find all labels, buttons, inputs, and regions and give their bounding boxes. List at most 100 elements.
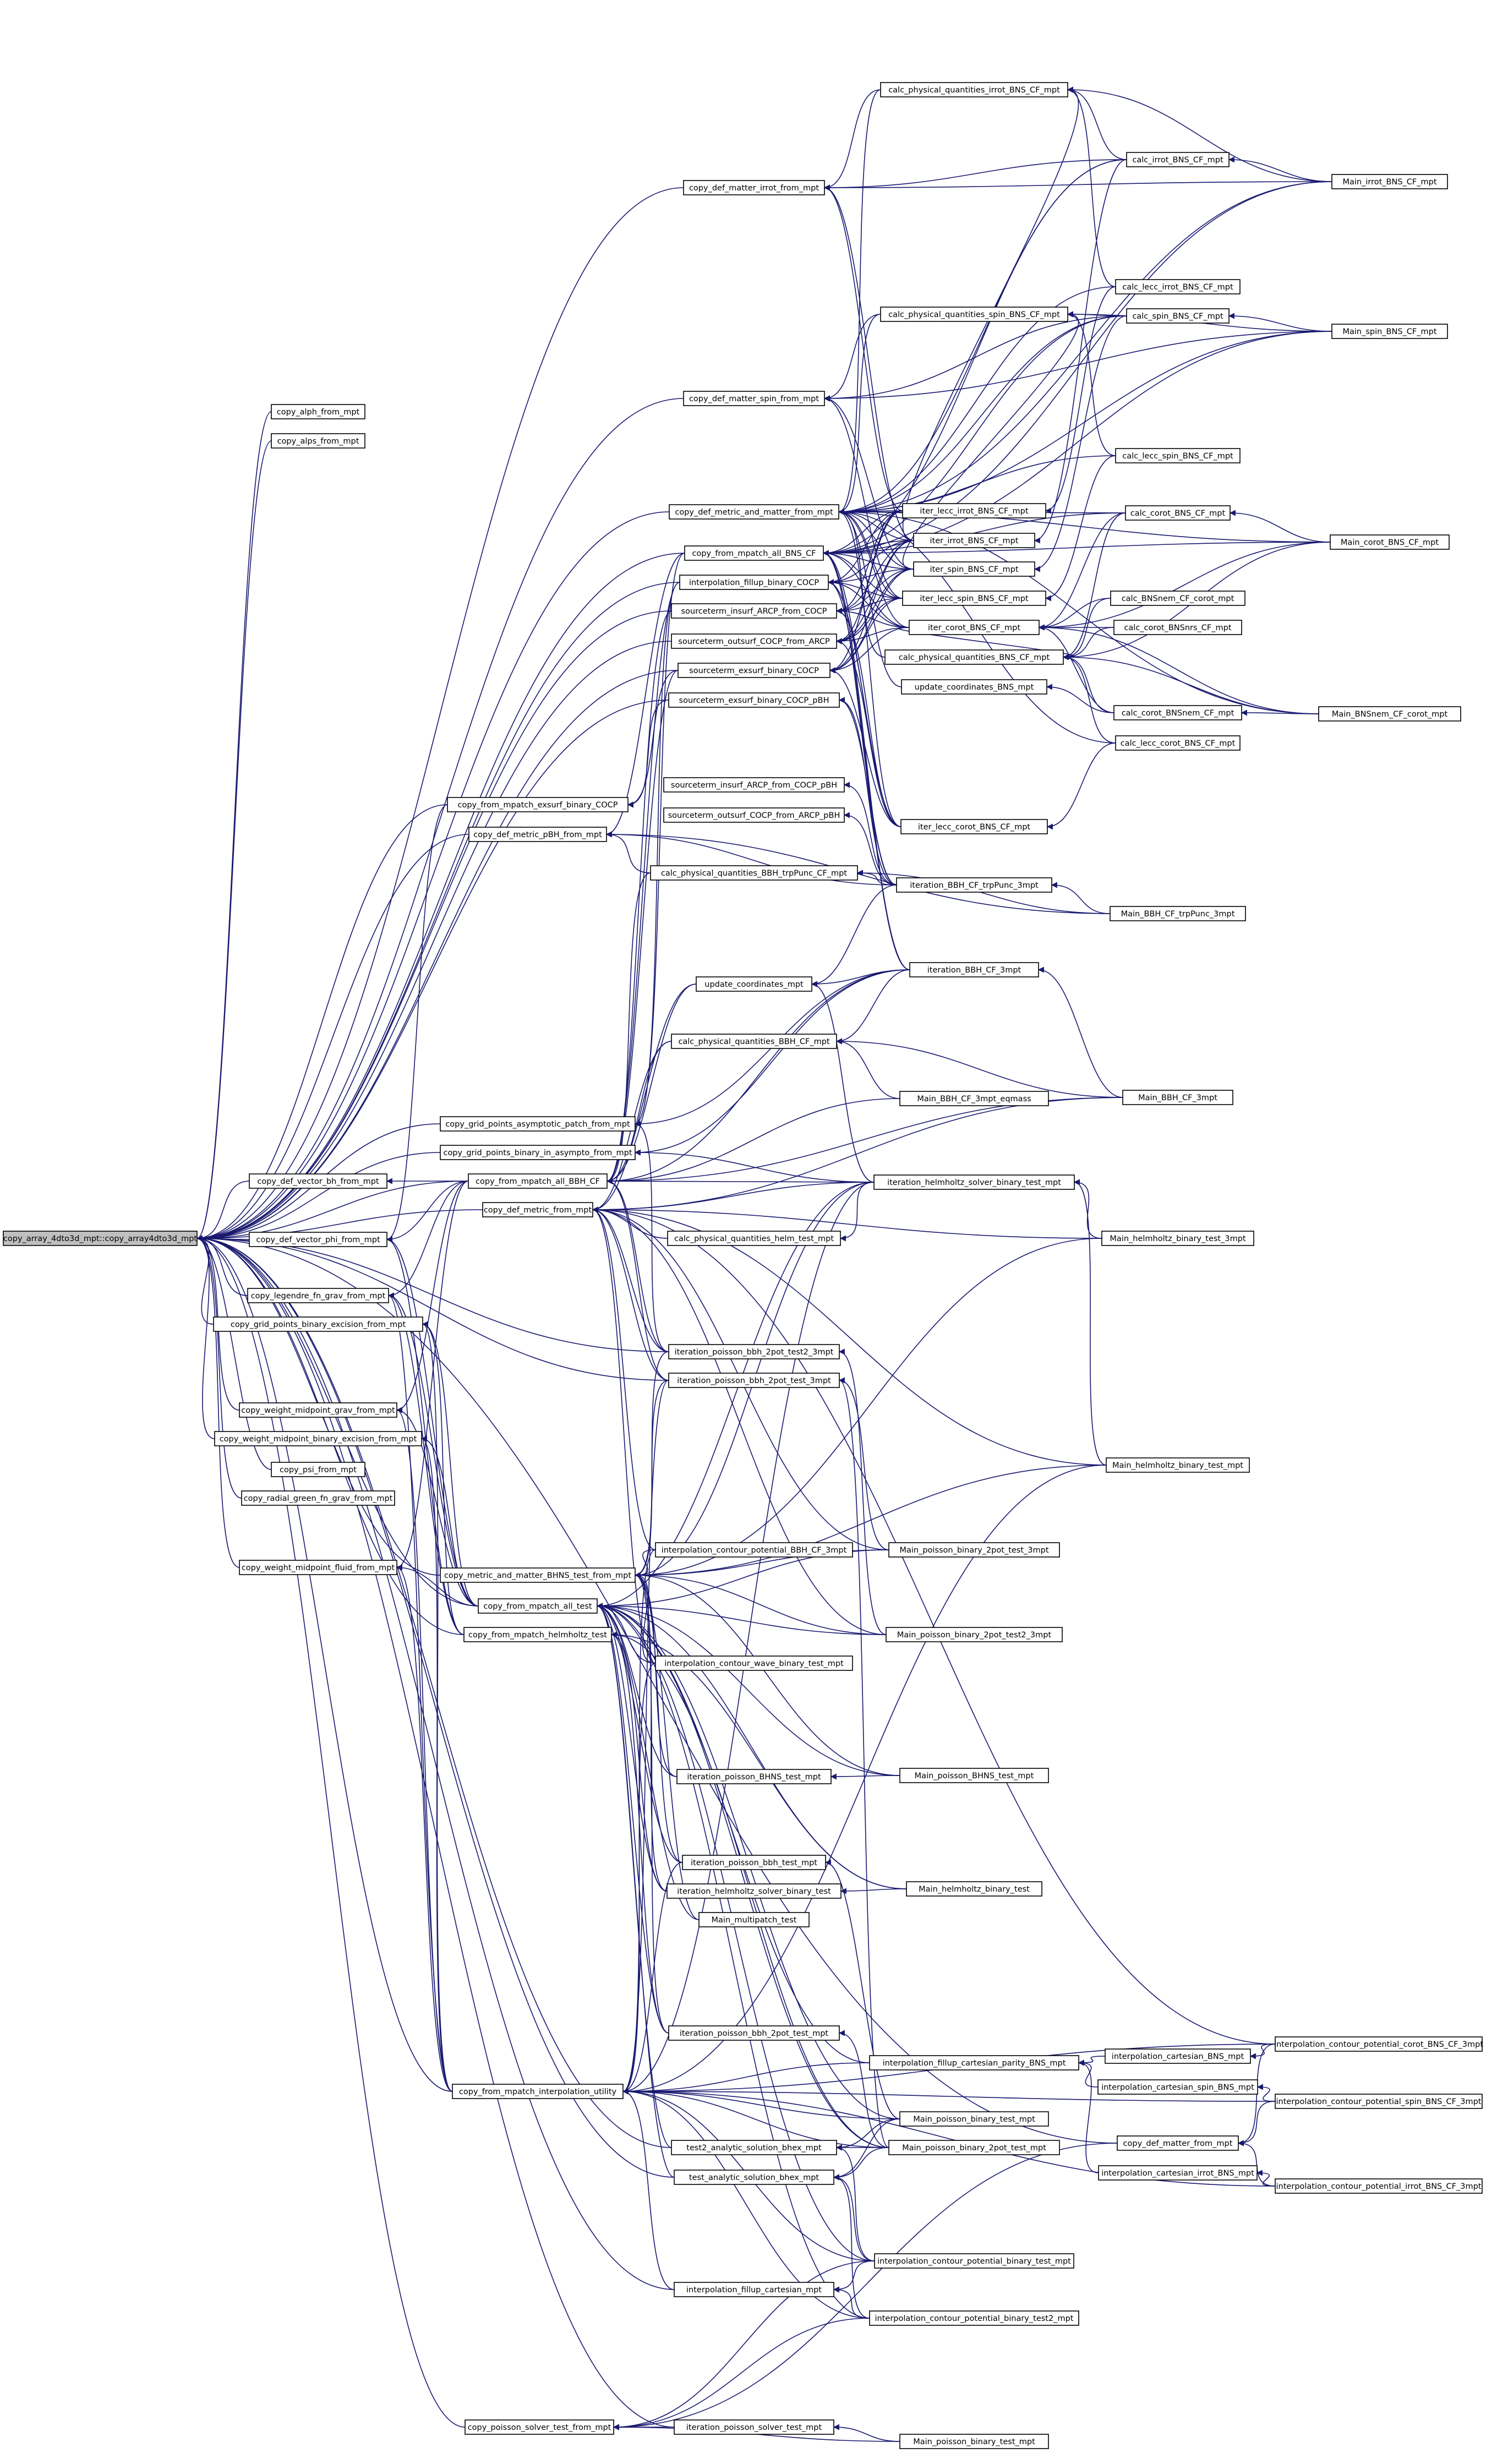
function-node[interactable]: iteration_poisson_bbh_2pot_test2_3mpt (668, 1344, 840, 1359)
function-node[interactable]: calc_lecc_corot_BNS_CF_mpt (1115, 735, 1241, 751)
function-node[interactable]: iter_lecc_spin_BNS_CF_mpt (902, 591, 1046, 606)
function-node[interactable]: iter_spin_BNS_CF_mpt (913, 561, 1035, 577)
function-node[interactable]: calc_corot_BNSnrs_CF_mpt (1113, 620, 1242, 635)
function-node[interactable]: iteration_BBH_CF_trpPunc_3mpt (896, 877, 1052, 893)
function-node[interactable]: iter_lecc_corot_BNS_CF_mpt (900, 819, 1048, 834)
function-node[interactable]: interpolation_contour_potential_binary_t… (869, 2310, 1079, 2326)
function-node[interactable]: copy_from_mpatch_all_BBH_CF (468, 1173, 608, 1189)
function-node[interactable]: interpolation_cartesian_spin_BNS_mpt (1097, 2079, 1258, 2095)
function-node[interactable]: copy_grid_points_binary_in_asympto_from_… (440, 1145, 636, 1160)
function-node[interactable]: iteration_BBH_CF_3mpt (909, 962, 1039, 977)
function-node[interactable]: copy_from_mpatch_exsurf_binary_COCP (447, 797, 629, 812)
function-node[interactable]: interpolation_contour_potential_spin_BNS… (1275, 2094, 1483, 2109)
function-node[interactable]: copy_def_vector_phi_from_mpt (249, 1232, 387, 1247)
function-node[interactable]: Main_helmholtz_binary_test_3mpt (1101, 1231, 1254, 1246)
function-node[interactable]: iter_corot_BNS_CF_mpt (909, 620, 1040, 635)
function-node[interactable]: copy_grid_points_asymptotic_patch_from_m… (440, 1116, 636, 1132)
function-node[interactable]: calc_physical_quantities_BBH_CF_mpt (671, 1034, 837, 1049)
function-node[interactable]: interpolation_fillup_cartesian_parity_BN… (869, 2055, 1079, 2070)
function-node[interactable]: Main_poisson_binary_2pot_test_3mpt (888, 1542, 1060, 1558)
function-node[interactable]: iteration_helmholtz_solver_binary_test (666, 1883, 842, 1899)
function-node[interactable]: interpolation_contour_potential_irrot_BN… (1275, 2178, 1483, 2194)
function-node[interactable]: Main_BBH_CF_3mpt_eqmass (899, 1091, 1049, 1106)
function-node[interactable]: iteration_poisson_bbh_2pot_test_3mpt (668, 1373, 840, 1388)
function-node[interactable]: copy_alph_from_mpt (271, 404, 365, 419)
function-node[interactable]: calc_lecc_irrot_BNS_CF_mpt (1115, 279, 1241, 294)
function-node[interactable]: calc_spin_BNS_CF_mpt (1126, 308, 1230, 324)
function-node[interactable]: iteration_poisson_solver_test_mpt (674, 2419, 834, 2435)
function-node[interactable]: Main_poisson_binary_test_mpt (899, 2111, 1049, 2127)
function-node[interactable]: sourceterm_exsurf_binary_COCP (678, 663, 831, 678)
function-node[interactable]: update_coordinates_BNS_mpt (901, 679, 1047, 695)
function-node[interactable]: calc_corot_BNSnem_CF_mpt (1113, 705, 1242, 720)
function-node[interactable]: copy_from_mpatch_helmholtz_test (463, 1627, 612, 1642)
function-node[interactable]: copy_from_mpatch_all_test (478, 1598, 598, 1614)
function-node[interactable]: sourceterm_insurf_ARCP_from_COCP_pBH (663, 777, 845, 793)
function-node[interactable]: Main_poisson_binary_2pot_test_mpt (888, 2140, 1060, 2155)
function-node[interactable]: Main_corot_BNS_CF_mpt (1330, 534, 1450, 550)
function-node[interactable]: sourceterm_outsurf_COCP_from_ARCP_pBH (663, 807, 845, 823)
function-node[interactable]: copy_grid_points_binary_excision_from_mp… (213, 1316, 423, 1332)
function-node[interactable]: copy_poisson_solver_test_from_mpt (465, 2419, 614, 2435)
function-node[interactable]: interpolation_contour_potential_corot_BN… (1274, 2036, 1483, 2052)
function-node[interactable]: copy_weight_midpoint_grav_from_mpt (239, 1402, 397, 1418)
function-node[interactable]: copy_weight_midpoint_fluid_from_mpt (239, 1560, 397, 1575)
function-node[interactable]: interpolation_cartesian_irrot_BNS_mpt (1098, 2165, 1258, 2181)
function-node[interactable]: test_analytic_solution_bhex_mpt (674, 2170, 834, 2185)
function-node[interactable]: copy_def_matter_from_mpt (1117, 2135, 1239, 2151)
function-node[interactable]: iteration_helmholtz_solver_binary_test_m… (873, 1174, 1075, 1190)
function-node[interactable]: Main_multipatch_test (698, 1912, 810, 1927)
function-node[interactable]: iter_irrot_BNS_CF_mpt (913, 533, 1035, 548)
function-node[interactable]: copy_def_metric_from_mpt (482, 1202, 593, 1217)
function-node[interactable]: interpolation_contour_potential_BBH_CF_3… (655, 1542, 853, 1558)
function-node[interactable]: update_coordinates_mpt (696, 976, 812, 992)
function-node[interactable]: sourceterm_insurf_ARCP_from_COCP (671, 603, 837, 619)
function-node[interactable]: calc_BNSnem_CF_corot_mpt (1110, 591, 1245, 606)
function-node[interactable]: copy_radial_green_fn_grav_from_mpt (241, 1490, 395, 1506)
function-node[interactable]: copy_legendre_fn_grav_from_mpt (247, 1288, 389, 1303)
function-node[interactable]: calc_lecc_spin_BNS_CF_mpt (1115, 448, 1241, 463)
function-node[interactable]: Main_poisson_binary_2pot_test2_3mpt (886, 1627, 1063, 1642)
function-node[interactable]: iteration_poisson_BHNS_test_mpt (676, 1769, 832, 1784)
function-node[interactable]: iter_lecc_irrot_BNS_CF_mpt (902, 503, 1046, 518)
function-node[interactable]: copy_metric_and_matter_BHNS_test_from_mp… (440, 1567, 636, 1583)
function-node[interactable]: iteration_poisson_bbh_test_mpt (682, 1855, 826, 1870)
function-node[interactable]: Main_helmholtz_binary_test_mpt (1106, 1457, 1250, 1473)
function-node[interactable]: copy_weight_midpoint_binary_excision_fro… (214, 1431, 422, 1446)
root-function-node[interactable]: copy_array_4dto3d_mpt::copy_array4dto3d_… (3, 1231, 198, 1246)
function-node[interactable]: interpolation_contour_potential_binary_t… (874, 2253, 1074, 2269)
function-node[interactable]: Main_spin_BNS_CF_mpt (1331, 324, 1448, 339)
function-node[interactable]: Main_poisson_binary_test_mpt (899, 2434, 1049, 2449)
function-node[interactable]: calc_physical_quantities_irrot_BNS_CF_mp… (880, 82, 1068, 97)
function-node[interactable]: Main_BNSnem_CF_corot_mpt (1318, 706, 1461, 722)
function-node[interactable]: copy_def_metric_pBH_from_mpt (468, 827, 607, 842)
function-node[interactable]: Main_poisson_BHNS_test_mpt (899, 1768, 1049, 1783)
call-edge (592, 1206, 1276, 2045)
function-node[interactable]: interpolation_fillup_binary_COCP (679, 575, 829, 590)
function-node[interactable]: copy_def_metric_and_matter_from_mpt (669, 504, 839, 520)
function-node[interactable]: test2_analytic_solution_bhex_mpt (671, 2140, 837, 2155)
function-node[interactable]: copy_def_vector_bh_from_mpt (249, 1173, 387, 1189)
function-node[interactable]: copy_alps_from_mpt (271, 433, 365, 449)
function-node[interactable]: sourceterm_exsurf_binary_COCP_pBH (668, 692, 840, 708)
function-node[interactable]: copy_from_mpatch_interpolation_utility (452, 2084, 624, 2099)
function-node[interactable]: copy_def_matter_spin_from_mpt (683, 391, 825, 406)
function-node[interactable]: Main_BBH_CF_3mpt (1122, 1090, 1233, 1105)
function-node[interactable]: sourceterm_outsurf_COCP_from_ARCP (671, 633, 837, 649)
function-node[interactable]: calc_physical_quantities_BBH_trpPunc_CF_… (650, 865, 858, 881)
function-node[interactable]: iteration_poisson_bbh_2pot_test_mpt (668, 2025, 840, 2041)
function-node[interactable]: interpolation_fillup_cartesian_mpt (674, 2282, 834, 2297)
function-node[interactable]: Main_irrot_BNS_CF_mpt (1331, 174, 1448, 189)
function-node[interactable]: interpolation_cartesian_BNS_mpt (1105, 2048, 1251, 2064)
function-node[interactable]: copy_def_matter_irrot_from_mpt (683, 180, 825, 195)
function-node[interactable]: copy_from_mpatch_all_BNS_CF (684, 545, 824, 561)
function-node[interactable]: calc_physical_quantities_BNS_CF_mpt (884, 649, 1064, 665)
function-node[interactable]: calc_irrot_BNS_CF_mpt (1126, 152, 1230, 167)
function-node[interactable]: Main_helmholtz_binary_test (906, 1881, 1042, 1897)
function-node[interactable]: calc_corot_BNS_CF_mpt (1125, 505, 1231, 521)
function-node[interactable]: calc_physical_quantities_spin_BNS_CF_mpt (880, 307, 1068, 322)
function-node[interactable]: copy_psi_from_mpt (271, 1462, 365, 1477)
function-node[interactable]: Main_BBH_CF_trpPunc_3mpt (1110, 906, 1246, 921)
function-node[interactable]: calc_physical_quantities_helm_test_mpt (667, 1231, 841, 1246)
function-node[interactable]: interpolation_contour_wave_binary_test_m… (655, 1656, 853, 1671)
